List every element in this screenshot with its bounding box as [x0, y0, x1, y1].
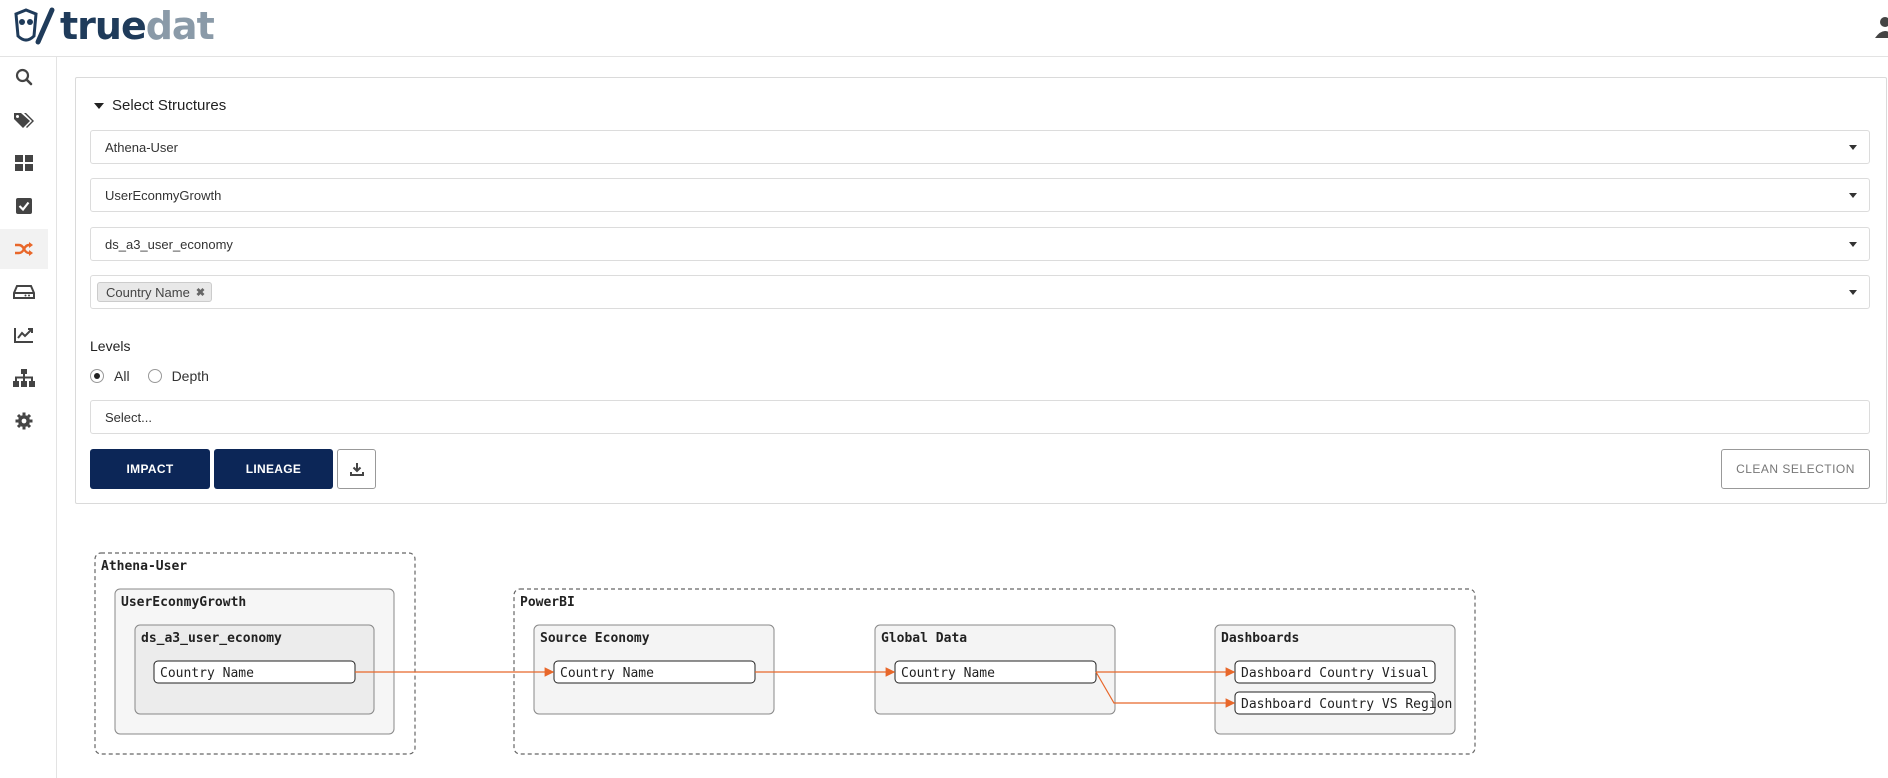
download-button[interactable]	[337, 449, 376, 489]
radio-all-label: All	[114, 368, 130, 384]
caret-down-icon	[94, 102, 104, 109]
structure-dropdown-value: ds_a3_user_economy	[105, 237, 233, 252]
sidebar-item-dashboard[interactable]	[0, 143, 48, 183]
group-powerbi-label: PowerBI	[520, 595, 575, 610]
top-bar: truedat	[0, 0, 1888, 57]
clean-selection-button[interactable]: CLEAN SELECTION	[1721, 449, 1870, 489]
system-dropdown-value: Athena-User	[105, 140, 178, 155]
line-chart-icon	[14, 328, 33, 343]
dropdown-arrow-icon	[1849, 193, 1857, 198]
checkbox-icon	[16, 198, 32, 214]
field-country-name-athena-label: Country Name	[160, 666, 254, 681]
system-dropdown[interactable]: Athena-User	[90, 130, 1870, 164]
truedat-logo[interactable]: truedat	[12, 4, 215, 48]
download-icon	[349, 463, 364, 476]
field-country-name-source-label: Country Name	[560, 666, 654, 681]
shuffle-icon	[15, 242, 33, 256]
lineage-graph: Athena-User UserEconmyGrowth ds_a3_user_…	[94, 552, 1476, 755]
field-chip-label: Country Name	[106, 284, 190, 300]
sidebar-item-analytics[interactable]	[0, 315, 48, 355]
panel-title: Select Structures	[112, 97, 227, 114]
sitemap-icon	[13, 369, 35, 387]
depth-select-placeholder: Select...	[105, 410, 152, 425]
depth-select[interactable]: Select...	[90, 400, 1870, 434]
sidebar-item-tasks[interactable]	[0, 186, 48, 226]
dropdown-arrow-icon	[1849, 145, 1857, 150]
field-dashboard-country-vs-region-label: Dashboard Country VS Region	[1241, 697, 1452, 712]
group-dropdown[interactable]: UserEconmyGrowth	[90, 178, 1870, 212]
sidebar-item-tags[interactable]	[0, 100, 48, 140]
sidebar	[0, 57, 57, 778]
dashboard-grid-icon	[15, 155, 33, 171]
sidebar-item-settings[interactable]	[0, 401, 48, 441]
remove-chip-icon[interactable]: ✖	[195, 286, 206, 299]
lineage-button[interactable]: LINEAGE	[214, 449, 333, 489]
group-dropdown-value: UserEconmyGrowth	[105, 188, 222, 203]
sidebar-item-hierarchy[interactable]	[0, 358, 48, 398]
select-structures-panel: Select Structures Athena-User UserEconmy…	[75, 77, 1887, 504]
radio-all[interactable]	[90, 369, 104, 383]
sidebar-item-storage[interactable]	[0, 272, 48, 312]
node-source-economy-label: Source Economy	[540, 631, 650, 646]
node-ds-a3-user-economy-label: ds_a3_user_economy	[141, 631, 282, 646]
radio-depth-label: Depth	[171, 368, 209, 384]
gear-icon	[15, 412, 33, 430]
fields-multiselect[interactable]: Country Name ✖	[90, 275, 1870, 309]
tags-icon	[14, 113, 34, 128]
levels-radio-group: All Depth	[90, 368, 227, 384]
structure-dropdown[interactable]: ds_a3_user_economy	[90, 227, 1870, 261]
dropdown-arrow-icon	[1849, 290, 1857, 295]
field-country-name-global-label: Country Name	[901, 666, 995, 681]
node-dashboards-label: Dashboards	[1221, 631, 1299, 646]
impact-button[interactable]: IMPACT	[90, 449, 210, 489]
node-usereconmygrowth-label: UserEconmyGrowth	[121, 595, 246, 610]
field-chip: Country Name ✖	[97, 282, 213, 302]
logo-wordmark: truedat	[60, 4, 215, 48]
group-athena-user-label: Athena-User	[101, 559, 187, 574]
sidebar-item-lineage[interactable]	[0, 229, 48, 269]
search-icon	[15, 68, 33, 86]
user-icon[interactable]	[1874, 16, 1888, 38]
hard-drive-icon	[13, 285, 35, 299]
sidebar-item-search[interactable]	[0, 57, 48, 97]
field-dashboard-country-visual-label: Dashboard Country Visual	[1241, 666, 1429, 681]
node-global-data-label: Global Data	[881, 631, 967, 646]
edge-global-to-region	[1095, 671, 1236, 708]
select-structures-toggle[interactable]: Select Structures	[94, 97, 226, 114]
radio-depth[interactable]	[147, 369, 162, 383]
dropdown-arrow-icon	[1849, 242, 1857, 247]
levels-label: Levels	[90, 338, 131, 354]
owl-logo-icon	[14, 7, 55, 45]
